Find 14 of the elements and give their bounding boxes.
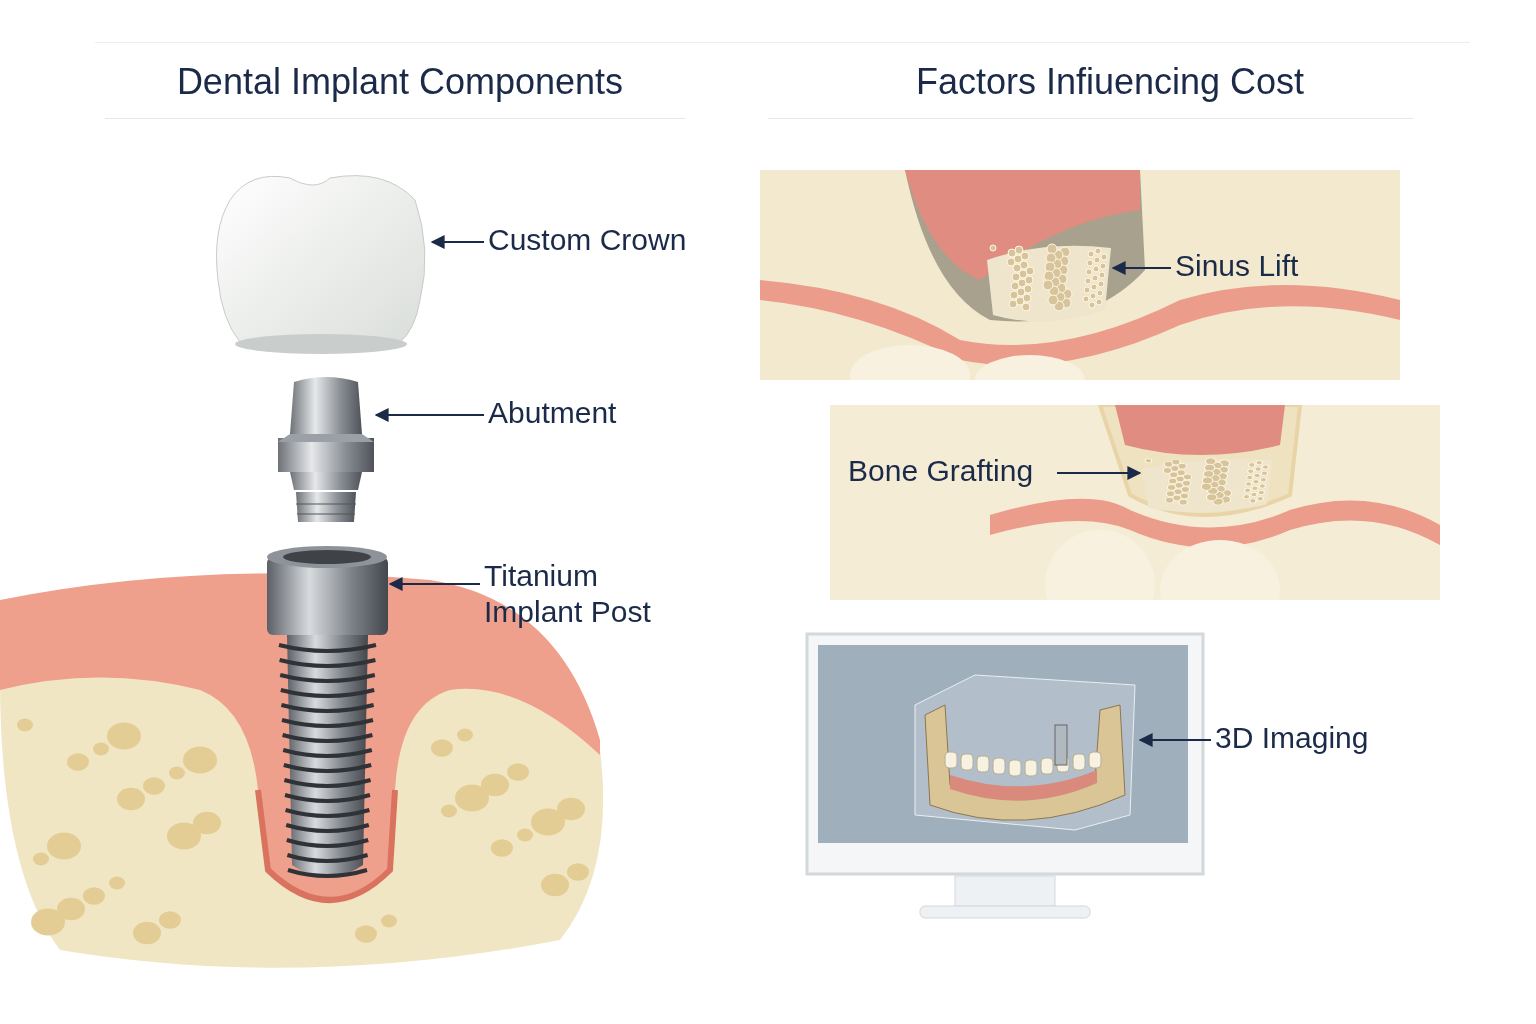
leader-arrow <box>1111 261 1172 275</box>
leader-arrow <box>388 577 481 591</box>
leader-arrow <box>1056 466 1142 480</box>
leader-arrow <box>430 235 485 249</box>
callout-label: Bone Grafting <box>848 453 1053 493</box>
leader-arrow <box>374 408 485 422</box>
section-heading: Factors Infiuencing Cost <box>915 61 1305 102</box>
callout-label: Sinus Lift <box>1175 248 1325 288</box>
leader-arrow <box>1138 733 1212 747</box>
section-heading: Dental Implant Components <box>176 61 624 102</box>
callout-label: Titanium Implant Post <box>484 558 684 634</box>
callout-label: Custom Crown <box>488 222 703 262</box>
callout-label: Abutment <box>488 395 648 435</box>
callout-label: 3D Imaging <box>1215 720 1395 760</box>
